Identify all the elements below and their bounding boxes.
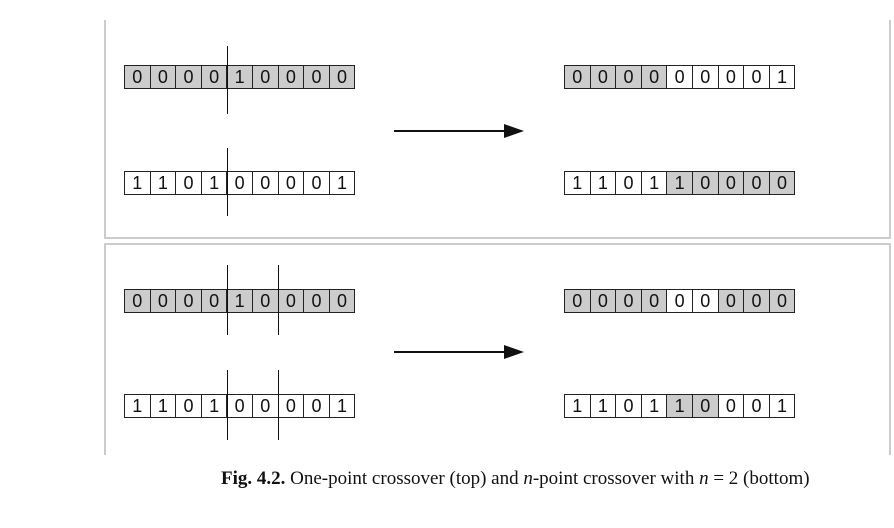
- crossover-point-line: [277, 265, 279, 335]
- bit-cell: 0: [692, 172, 719, 194]
- figure-label: Fig. 4.2.: [221, 468, 286, 489]
- bit-cell: 0: [744, 395, 770, 417]
- bit-cell: 0: [744, 66, 770, 88]
- bit-cell: 0: [590, 66, 617, 88]
- bit-cell: 0: [304, 66, 330, 88]
- n-point-child-2: 1 1 0 1 1 0 0 0 1: [564, 394, 796, 418]
- bit-cell: 0: [253, 172, 279, 194]
- bit-cell: 0: [641, 290, 668, 312]
- bit-cell: 0: [693, 290, 719, 312]
- bit-cell: 1: [667, 172, 693, 194]
- bit-cell: 1: [202, 395, 228, 417]
- bit-cell: 0: [304, 172, 330, 194]
- bit-cell: 0: [329, 290, 356, 312]
- bit-cell: 1: [591, 172, 617, 194]
- bit-cell: 0: [252, 290, 279, 312]
- bit-cell: 1: [667, 395, 693, 417]
- bit-cell: 0: [201, 290, 228, 312]
- bit-cell: 0: [641, 66, 668, 88]
- bit-cell: 0: [252, 66, 279, 88]
- n-point-parent-2: 1 1 0 1 0 0 0 0 1: [124, 394, 356, 418]
- bit-cell: 0: [227, 172, 253, 194]
- bit-cell: 0: [565, 290, 591, 312]
- bit-cell: 0: [201, 66, 228, 88]
- bit-cell: 0: [616, 66, 642, 88]
- bit-cell: 0: [719, 66, 745, 88]
- bit-cell: 0: [329, 66, 356, 88]
- bit-cell: 0: [719, 395, 745, 417]
- crossover-point-line: [277, 370, 279, 440]
- bit-cell: 1: [227, 290, 253, 312]
- n-point-child-1: 0 0 0 0 0 0 0 0 0: [564, 289, 796, 313]
- caption-variable: n: [523, 468, 533, 489]
- bit-cell: 0: [693, 66, 719, 88]
- bit-cell: 0: [744, 172, 770, 194]
- bit-cell: 1: [151, 172, 177, 194]
- bit-cell: 1: [770, 66, 796, 88]
- bit-cell: 0: [150, 290, 177, 312]
- bit-cell: 0: [667, 290, 693, 312]
- n-point-parent-1: 0 0 0 0 1 0 0 0 0: [124, 289, 356, 313]
- bit-cell: 0: [769, 290, 796, 312]
- bit-cell: 0: [279, 395, 305, 417]
- n-point-crossover-panel: [104, 243, 891, 455]
- one-point-parent-1: 0 0 0 0 1 0 0 0 0: [124, 65, 356, 89]
- one-point-child-2: 1 1 0 1 1 0 0 0 0: [564, 171, 796, 195]
- bit-cell: 0: [176, 290, 202, 312]
- caption-text: -point crossover with: [532, 468, 695, 489]
- bit-cell: 0: [125, 66, 151, 88]
- bit-cell: 1: [565, 395, 591, 417]
- bit-cell: 0: [227, 395, 253, 417]
- bit-cell: 1: [202, 172, 228, 194]
- bit-cell: 0: [125, 290, 151, 312]
- bit-cell: 0: [667, 66, 693, 88]
- caption-variable: n: [699, 468, 709, 489]
- bit-cell: 1: [151, 395, 177, 417]
- bit-cell: 0: [616, 290, 642, 312]
- bit-cell: 0: [590, 290, 617, 312]
- crossover-point-line: [226, 370, 228, 440]
- bit-cell: 1: [125, 395, 151, 417]
- bit-cell: 0: [718, 172, 745, 194]
- bit-cell: 0: [718, 290, 745, 312]
- bit-cell: 0: [744, 290, 770, 312]
- bit-cell: 0: [278, 66, 305, 88]
- bit-cell: 0: [176, 66, 202, 88]
- bit-cell: 1: [591, 395, 617, 417]
- bit-cell: 1: [330, 395, 356, 417]
- one-point-crossover-panel: [104, 20, 891, 239]
- figure-caption: Fig. 4.2. One-point crossover (top) and …: [221, 468, 810, 490]
- bit-cell: 1: [565, 172, 591, 194]
- crossover-point-line: [226, 46, 228, 114]
- caption-text: One-point crossover (top) and: [290, 468, 519, 489]
- bit-cell: 1: [227, 66, 253, 88]
- one-point-child-1: 0 0 0 0 0 0 0 0 1: [564, 65, 796, 89]
- crossover-point-line: [226, 148, 228, 216]
- arrow-right-icon: [394, 124, 524, 138]
- bit-cell: 0: [176, 395, 202, 417]
- arrow-right-icon: [394, 345, 524, 359]
- bit-cell: 0: [616, 172, 642, 194]
- bit-cell: 0: [278, 290, 305, 312]
- bit-cell: 0: [769, 172, 796, 194]
- bit-cell: 0: [304, 395, 330, 417]
- bit-cell: 0: [279, 172, 305, 194]
- one-point-parent-2: 1 1 0 1 0 0 0 0 1: [124, 171, 356, 195]
- bit-cell: 1: [125, 172, 151, 194]
- bit-cell: 0: [150, 66, 177, 88]
- bit-cell: 0: [565, 66, 591, 88]
- bit-cell: 1: [642, 395, 668, 417]
- bit-cell: 1: [770, 395, 796, 417]
- bit-cell: 0: [253, 395, 279, 417]
- bit-cell: 1: [330, 172, 356, 194]
- bit-cell: 1: [642, 172, 668, 194]
- caption-text: = 2 (bottom): [713, 468, 810, 489]
- bit-cell: 0: [692, 395, 719, 417]
- bit-cell: 0: [176, 172, 202, 194]
- bit-cell: 0: [304, 290, 330, 312]
- bit-cell: 0: [616, 395, 642, 417]
- crossover-point-line: [226, 265, 228, 335]
